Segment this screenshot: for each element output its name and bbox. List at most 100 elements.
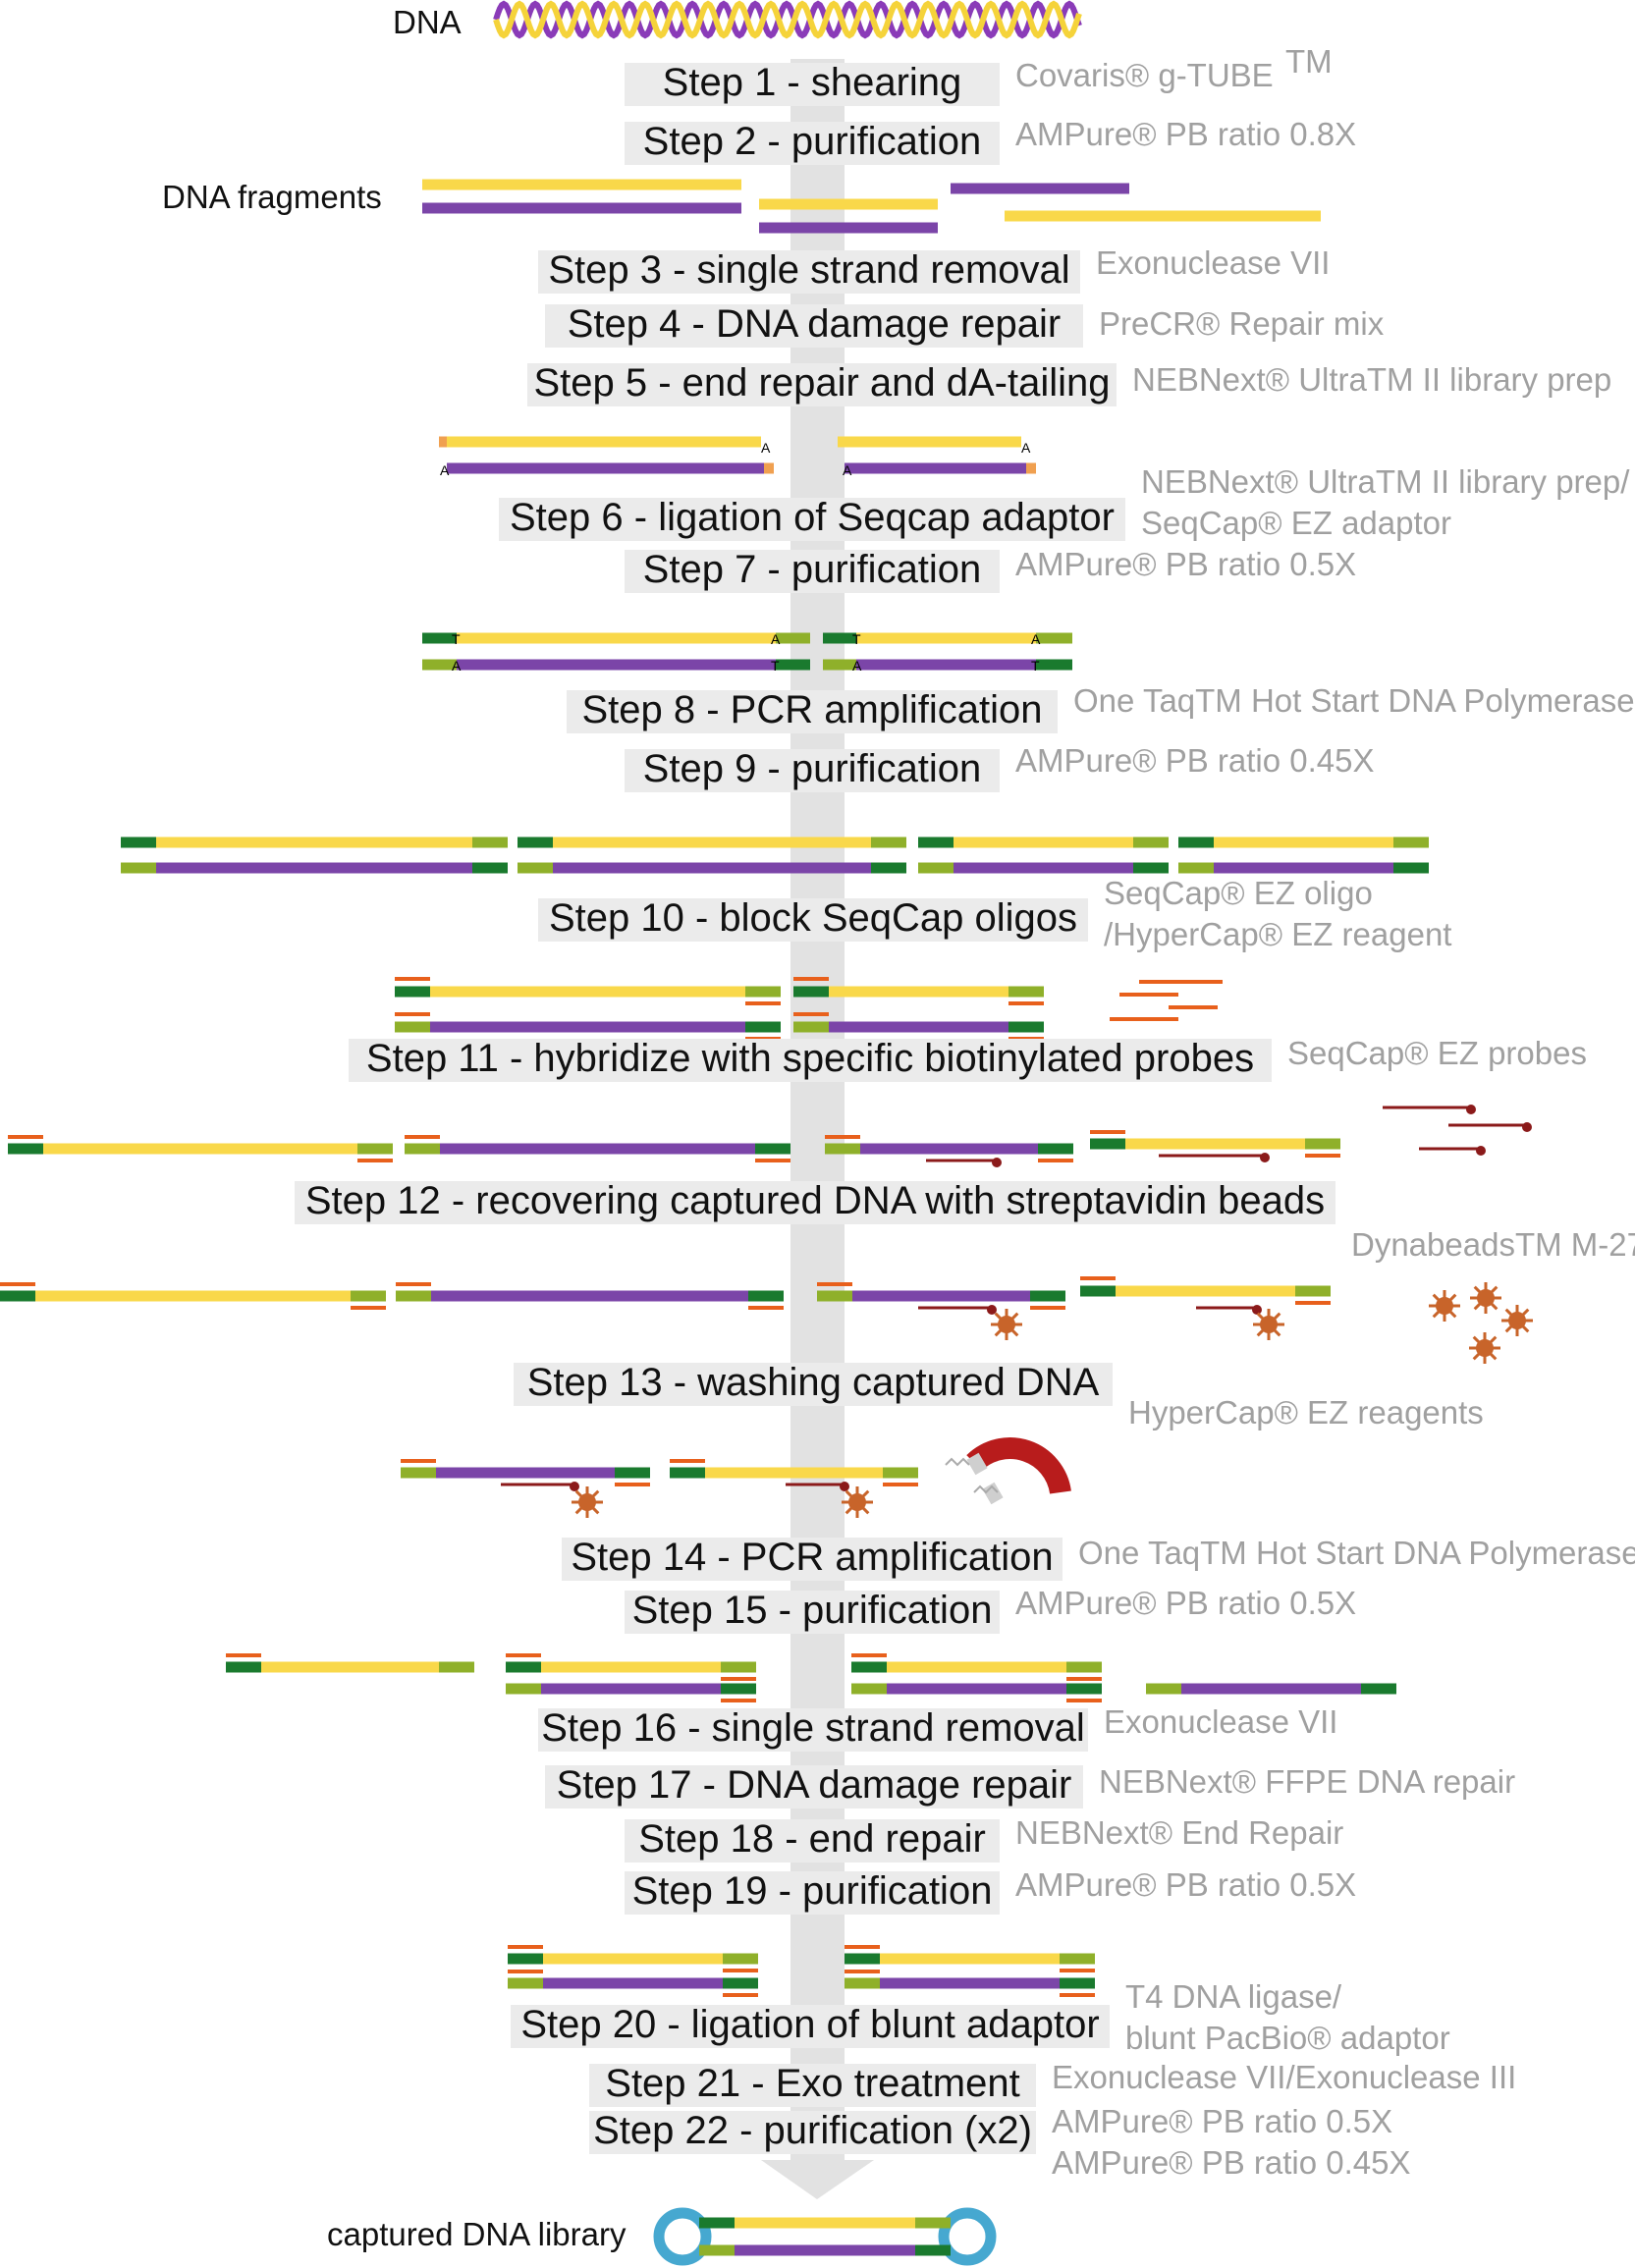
adaptor: [745, 986, 781, 998]
oligo-marker: [1008, 1001, 1044, 1005]
adaptor: [422, 659, 457, 671]
step-21: Step 21 - Exo treatment: [589, 2062, 1036, 2107]
step-15-box: [625, 1591, 1000, 1634]
adaptor: [357, 1143, 393, 1155]
adaptor: [670, 1467, 705, 1479]
adaptor: [1060, 1977, 1095, 1989]
magnet-icon: [966, 1437, 1071, 1494]
step-14: Step 14 - PCR amplification: [562, 1536, 1063, 1581]
adaptor: [823, 632, 856, 644]
streptavidin-bead: [1260, 1316, 1278, 1333]
step-17: Step 17 - DNA damage repair: [545, 1763, 1083, 1809]
oligo-marker: [615, 1483, 650, 1486]
streptavidin-bead: [1476, 1339, 1494, 1357]
adaptor: [776, 632, 810, 644]
adaptor: [226, 1661, 261, 1673]
oligo-marker: [508, 1970, 543, 1973]
oligo-marker: [1060, 1993, 1095, 1997]
oligo-marker: [395, 1012, 430, 1016]
adaptor: [776, 659, 810, 671]
adaptor: [508, 1953, 543, 1965]
streptavidin-bead: [998, 1316, 1015, 1333]
step-20-reagent: blunt PacBio® adaptor: [1125, 2020, 1450, 2056]
strand-top: [838, 436, 1021, 448]
step-5-reagent: NEBNext® UltraTM II library prep: [1132, 361, 1611, 398]
oligo-marker: [748, 1306, 784, 1310]
adaptor: [1038, 1143, 1073, 1155]
strand-bottom: [541, 1683, 721, 1695]
step-6-box: [499, 498, 1125, 541]
strand-top: [543, 1953, 723, 1965]
adaptor: [1030, 1290, 1065, 1302]
adaptor: [1133, 862, 1169, 874]
step-18-reagent: NEBNext® End Repair: [1015, 1814, 1343, 1851]
strand-top: [156, 837, 472, 848]
oligo-marker: [883, 1483, 918, 1486]
oligo-marker: [401, 1459, 436, 1463]
streptavidin-bead: [1436, 1297, 1453, 1315]
biotin-dot: [1260, 1153, 1270, 1162]
step-3-label: Step 3 - single strand removal: [548, 248, 1069, 292]
step-1-box: [625, 63, 1000, 106]
strand-top: [954, 837, 1133, 848]
oligo-marker: [0, 1282, 35, 1286]
step-11: Step 11 - hybridize with specific biotin…: [349, 1037, 1272, 1082]
adaptor: [396, 1290, 431, 1302]
step-7: Step 7 - purification: [625, 548, 1000, 593]
oligo-marker: [845, 1945, 880, 1949]
step-10: Step 10 - block SeqCap oligos: [538, 896, 1088, 942]
step-15-reagent: AMPure® PB ratio 0.5X: [1015, 1585, 1356, 1621]
strand-top: [1116, 1285, 1295, 1297]
step-1-label: Step 1 - shearing: [663, 61, 962, 104]
step-6-label: Step 6 - ligation of Seqcap adaptor: [510, 496, 1115, 539]
step-19-label: Step 19 - purification: [632, 1869, 993, 1913]
dna-fragments-label: DNA fragments: [162, 179, 382, 215]
adaptor: [1361, 1683, 1396, 1695]
strand-bottom: [457, 659, 776, 671]
step-4-reagent: PreCR® Repair mix: [1099, 305, 1385, 342]
adaptor: [871, 862, 906, 874]
strand-top: [880, 1953, 1060, 1965]
step-2-box: [625, 122, 1000, 165]
strand-bottom: [860, 1143, 1038, 1155]
oligo-marker: [745, 1001, 781, 1005]
adaptor: [918, 837, 954, 848]
adaptor: [439, 1661, 474, 1673]
oligo-marker: [1066, 1677, 1102, 1681]
oligo-marker: [723, 1993, 758, 1997]
step-10-reagent: SeqCap® EZ oligo: [1104, 875, 1373, 911]
adaptor: [121, 837, 156, 848]
step-18: Step 18 - end repair: [625, 1817, 1000, 1863]
magnet-pole: [966, 1452, 988, 1476]
oligo-marker: [1110, 1017, 1178, 1021]
oligo-marker: [396, 1282, 431, 1286]
step-15-label: Step 15 - purification: [632, 1589, 993, 1632]
step-22-reagent: AMPure® PB ratio 0.45X: [1052, 2144, 1410, 2181]
oligo-marker: [1139, 980, 1223, 984]
biotin-dot: [570, 1482, 579, 1491]
step-9-box: [625, 749, 1000, 792]
step-2-label: Step 2 - purification: [643, 120, 982, 163]
magnetic-field-mark: [945, 1457, 970, 1467]
overhang: [439, 436, 447, 448]
adaptor: [699, 2217, 735, 2229]
step-13-box: [514, 1363, 1113, 1406]
strand-top: [553, 837, 871, 848]
step-20: Step 20 - ligation of blunt adaptor: [511, 2003, 1110, 2048]
fragment-yellow: [422, 179, 741, 190]
strand-bottom: [887, 1683, 1066, 1695]
adaptor: [1008, 986, 1044, 998]
step-16-label: Step 16 - single strand removal: [541, 1706, 1085, 1750]
oligo-marker: [793, 977, 829, 981]
hairpin-adaptor-left: [653, 2207, 712, 2266]
step-17-reagent: NEBNext® FFPE DNA repair: [1099, 1763, 1515, 1800]
base-letter: T: [771, 658, 780, 674]
step-12-label: Step 12 - recovering captured DNA with s…: [305, 1179, 1325, 1222]
step-3: Step 3 - single strand removal: [538, 248, 1080, 294]
oligo-marker: [670, 1459, 705, 1463]
adaptor: [472, 837, 508, 848]
oligo-marker: [845, 1970, 880, 1973]
helix-strand-yellow: [493, 0, 1082, 39]
